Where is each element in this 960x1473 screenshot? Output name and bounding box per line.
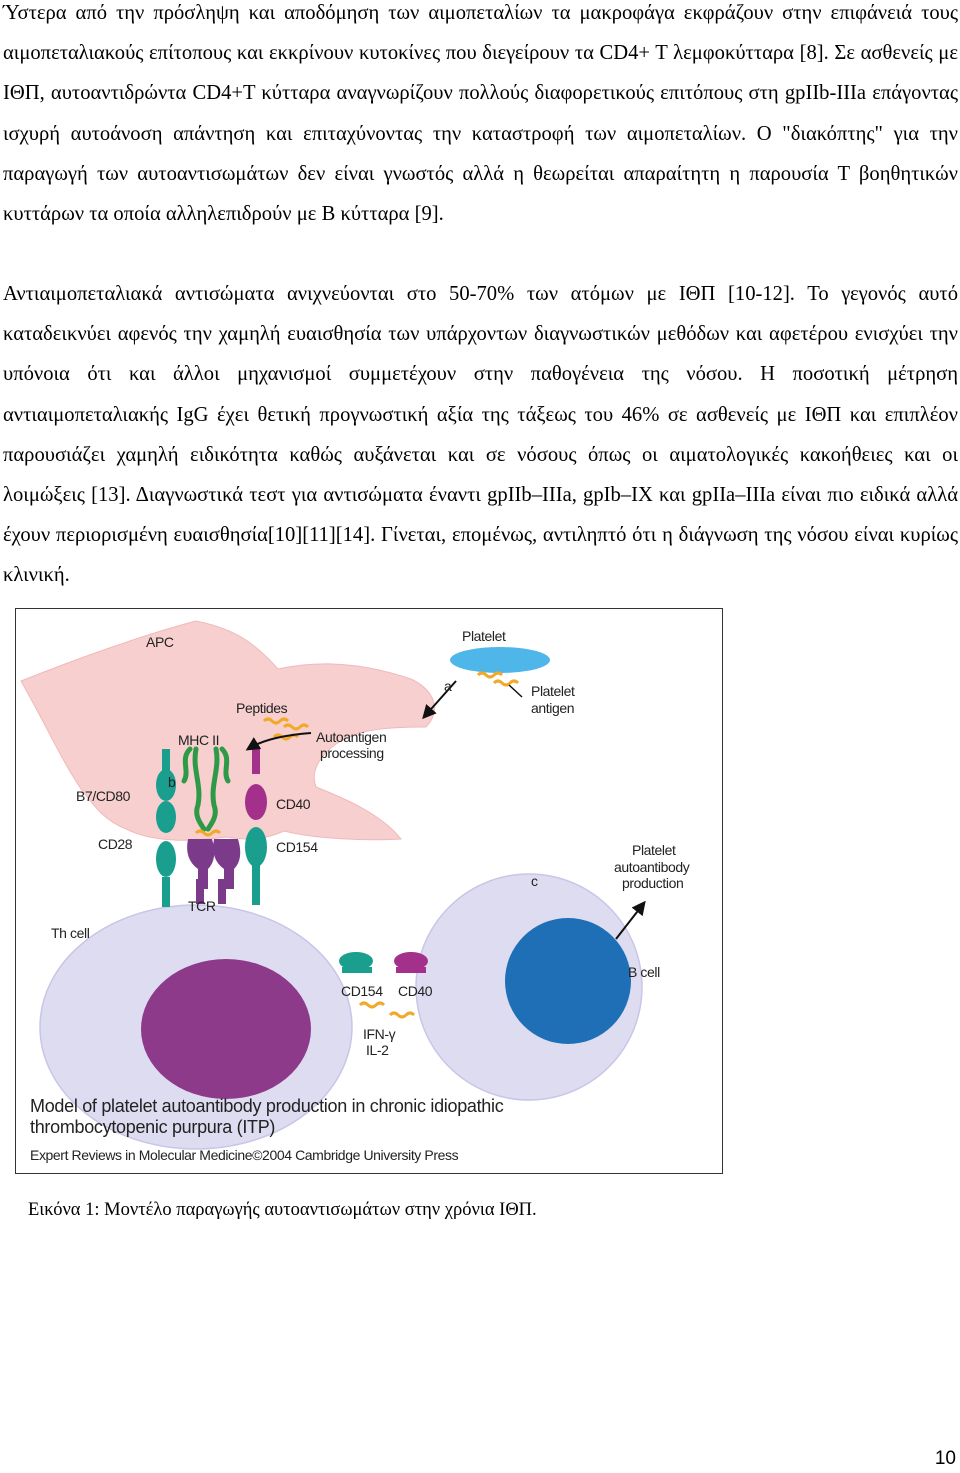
label-b: b: [168, 774, 176, 790]
label-peptides: Peptides: [236, 700, 288, 716]
mhc-peptide: [194, 829, 222, 837]
label-platelet-antigen-1: Platelet: [531, 683, 575, 699]
label-cd40-mid: CD40: [398, 983, 433, 999]
figure-title-line-1: Model of platelet autoantibody productio…: [30, 1096, 504, 1116]
label-autoantigen-1: Autoantigen: [316, 729, 386, 745]
label-cd28: CD28: [98, 836, 133, 852]
b7-cd28-molecules: [156, 749, 176, 907]
label-cd154-top: CD154: [276, 839, 318, 855]
label-ifn-gamma: IFN-γ: [363, 1026, 396, 1042]
label-tcr: TCR: [188, 898, 216, 914]
label-platelet: Platelet: [462, 628, 506, 644]
label-mhc-ii: MHC II: [178, 732, 219, 748]
label-c: c: [531, 873, 538, 889]
label-b7-cd80: B7/CD80: [76, 788, 131, 804]
label-a: a: [444, 678, 452, 694]
figure-diagram: APC Platelet a Platelet antigen Peptides…: [20, 620, 690, 1163]
label-autoantibody-2: autoantibody: [614, 859, 690, 875]
b-cell-nucleus: [505, 918, 631, 1044]
tcr-molecule: [187, 839, 241, 904]
label-il-2: IL-2: [366, 1042, 389, 1058]
platelet-antigen-peptides: [476, 671, 520, 687]
label-cd154-mid: CD154: [341, 983, 383, 999]
label-apc: APC: [146, 634, 174, 650]
label-autoantigen-2: processing: [320, 745, 384, 761]
th-b-interface-molecules: [339, 952, 428, 973]
figure-title-line-2: thrombocytopenic purpura (ITP): [30, 1117, 275, 1137]
arrow-bcell-to-autoab: [615, 900, 646, 940]
label-platelet-antigen-2: antigen: [531, 700, 574, 716]
label-autoantibody-1: Platelet: [632, 842, 676, 858]
page-number: 10: [934, 1448, 956, 1469]
label-cd40-top: CD40: [276, 796, 311, 812]
body-paragraph-1: Ύστερα από την πρόσληψη και αποδόμηση τω…: [3, 2, 958, 226]
label-autoantibody-3: production: [622, 875, 683, 891]
cytokine-squiggles: [358, 1001, 416, 1019]
platelet-shape: [450, 647, 550, 673]
th-cell-nucleus: [141, 959, 311, 1099]
label-th-cell: Th cell: [51, 925, 90, 941]
body-paragraph-2: Αντιαιμοπεταλιακά αντισώματα ανιχνεύοντα…: [3, 283, 958, 587]
label-b-cell: B cell: [628, 964, 660, 980]
mhc-ii-molecule: [181, 746, 231, 832]
cd40-cd154-molecules: [245, 749, 267, 905]
apc-cell: [20, 620, 435, 841]
figure-source: Expert Reviews in Molecular Medicine©200…: [30, 1147, 459, 1163]
arrow-processing-to-mhc: [245, 732, 312, 751]
pointer-platelet-antigen: [508, 684, 523, 698]
figure-itp-model: APC Platelet a Platelet antigen Peptides…: [15, 608, 723, 1174]
figure-caption: Εικόνα 1: Μοντέλο παραγωγής αυτοαντισωμά…: [28, 1200, 537, 1220]
arrow-platelet-to-apc: [422, 680, 457, 720]
